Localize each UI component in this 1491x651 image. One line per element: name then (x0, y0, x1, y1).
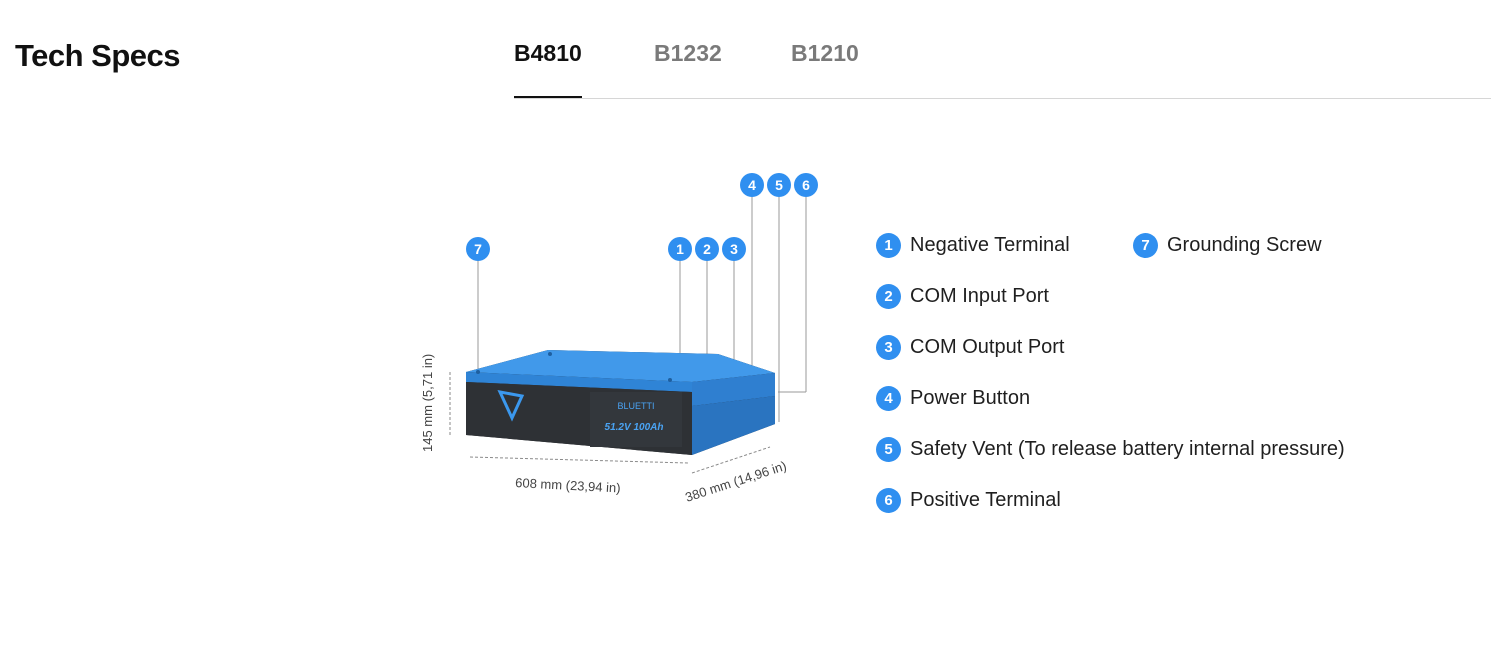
callout-badge-4: 4 (740, 173, 764, 197)
leader-lines (477, 197, 807, 428)
callout-badge-6: 6 (794, 173, 818, 197)
legend-number-badge: 7 (1133, 233, 1158, 258)
svg-text:4: 4 (748, 177, 756, 193)
legend-item-power-button: 4 Power Button (876, 386, 1030, 411)
svg-text:7: 7 (474, 241, 482, 257)
legend-number-badge: 5 (876, 437, 901, 462)
legend-number-badge: 1 (876, 233, 901, 258)
legend-number-badge: 2 (876, 284, 901, 309)
legend-label: Power Button (910, 387, 1031, 409)
legend-item-com-output-port: 3 COM Output Port (876, 335, 1065, 360)
callout-badge-7: 7 (466, 237, 490, 261)
legend-item-positive-terminal: 6 Positive Terminal (876, 488, 1061, 513)
legend-number-badge: 4 (876, 386, 901, 411)
bluetti-logo (497, 390, 525, 422)
legend-label: Positive Terminal (910, 489, 1061, 511)
legend-label: Negative Terminal (910, 234, 1070, 256)
callout-badge-5: 5 (767, 173, 791, 197)
dimension-depth: 380 mm (14,96 in) (683, 458, 788, 505)
legend-item-com-input-port: 2 COM Input Port (876, 284, 1049, 309)
legend-item-grounding-screw: 7 Grounding Screw (1133, 233, 1322, 258)
battery-rating-text: 51.2V 100Ah (605, 422, 664, 433)
tab-b1232[interactable]: B1232 (654, 40, 722, 66)
legend-number-badge: 3 (876, 335, 901, 360)
svg-text:6: 6 (802, 177, 810, 193)
model-tabs: B4810 B1232 B1210 (514, 40, 1491, 99)
tab-b1210[interactable]: B1210 (791, 40, 859, 66)
legend-label: COM Output Port (910, 336, 1065, 358)
callout-badge-2: 2 (695, 237, 719, 261)
svg-text:1: 1 (676, 241, 684, 257)
page-title: Tech Specs (15, 38, 181, 73)
battery-diagram-svg: BLUETTI 51.2V 100Ah 145 mm (5,71 in) 608… (420, 173, 818, 505)
legend-label: COM Input Port (910, 285, 1049, 307)
legend-label: Grounding Screw (1167, 234, 1322, 256)
legend-item-safety-vent: 5 Safety Vent (To release battery intern… (876, 437, 1345, 462)
legend-item-negative-terminal: 1 Negative Terminal (876, 233, 1070, 258)
callout-badge-1: 1 (668, 237, 692, 261)
svg-text:2: 2 (703, 241, 711, 257)
dimension-lines (449, 372, 771, 474)
dimension-width: 608 mm (23,94 in) (515, 475, 621, 496)
svg-text:3: 3 (730, 241, 738, 257)
svg-text:5: 5 (775, 177, 783, 193)
tab-b4810[interactable]: B4810 (514, 40, 582, 98)
legend-number-badge: 6 (876, 488, 901, 513)
dimension-height: 145 mm (5,71 in) (420, 354, 435, 452)
battery-body: BLUETTI 51.2V 100Ah (466, 350, 775, 455)
legend-label: Safety Vent (To release battery internal… (910, 438, 1345, 460)
callout-badge-3: 3 (722, 237, 746, 261)
battery-brand-text: BLUETTI (617, 401, 654, 411)
battery-diagram: BLUETTI 51.2V 100Ah 145 mm (5,71 in) 608… (400, 160, 840, 520)
